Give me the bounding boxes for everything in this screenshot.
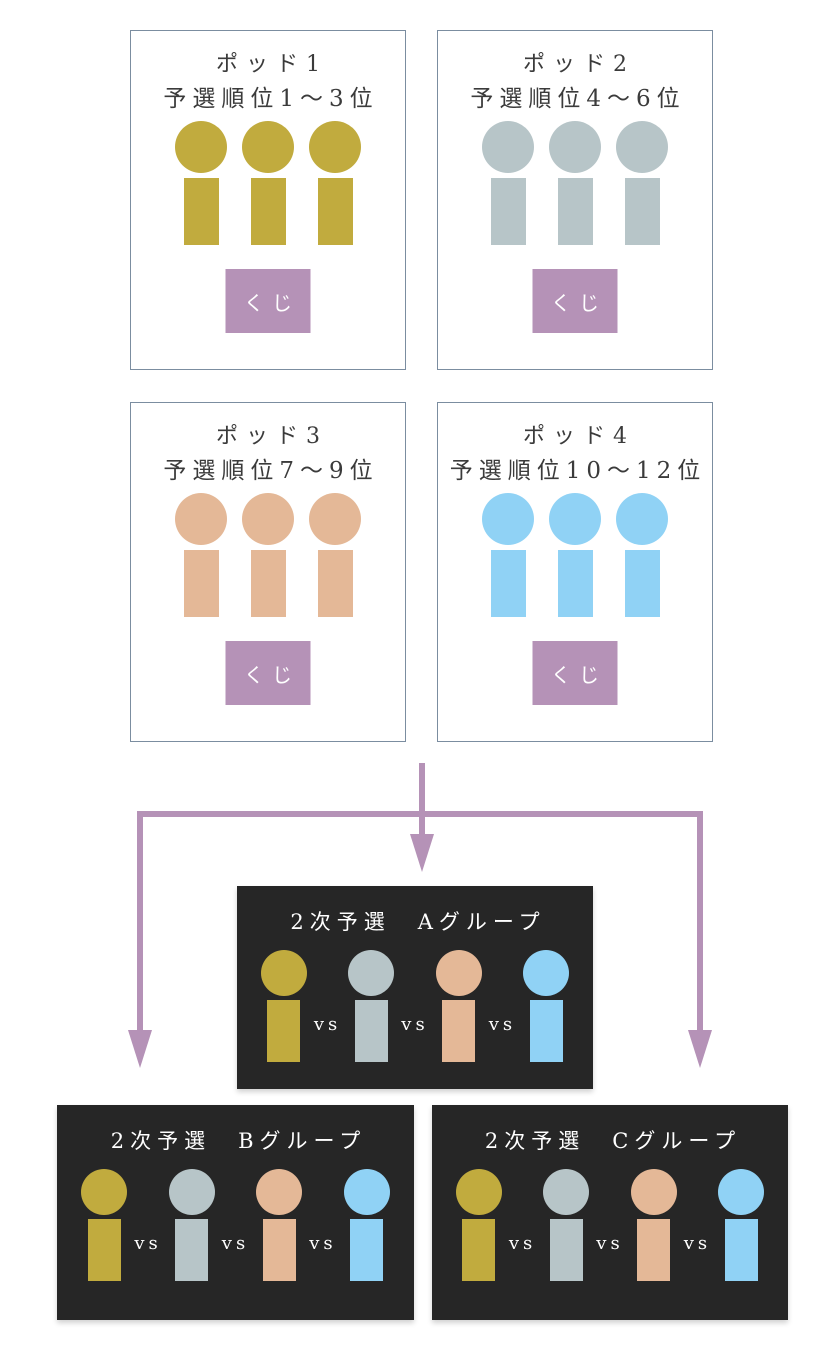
person-icon: [81, 1169, 128, 1281]
group-b-title: 2次予選 Bグループ: [110, 1129, 367, 1153]
arrow-down-right-icon: [688, 1030, 712, 1068]
person-icon: [168, 1169, 215, 1281]
flow-line-center: [419, 763, 425, 838]
pod-2-subtitle: 予選順位4〜6位: [470, 86, 686, 112]
flow-line-left: [137, 811, 143, 1033]
pod-3-lottery-button: くじ: [225, 641, 311, 705]
pod-4-subtitle: 予選順位10〜12位: [449, 458, 707, 484]
person-icon: [309, 121, 361, 245]
person-icon: [260, 950, 307, 1062]
person-icon: [348, 950, 395, 1062]
vs-label: vs: [313, 1014, 342, 1035]
person-icon: [630, 1169, 677, 1281]
person-icon: [343, 1169, 390, 1281]
vs-label: vs: [401, 1014, 429, 1035]
group-a-players: vs vs vs: [237, 950, 593, 1062]
pod-2-lottery-button: くじ: [532, 269, 618, 333]
pod-3-title: ポッド3: [216, 424, 328, 449]
pod-1-box: ポッド1 予選順位1〜3位 くじ: [130, 30, 406, 370]
person-icon: [616, 493, 668, 617]
group-c-players: vs vs vs: [432, 1169, 788, 1281]
pod-3-players: [131, 493, 405, 617]
person-icon: [543, 1169, 590, 1281]
flow-line-right: [697, 811, 703, 1033]
vs-label: vs: [134, 1233, 162, 1254]
person-icon: [718, 1169, 765, 1281]
pod-1-subtitle: 予選順位1〜3位: [163, 86, 379, 112]
person-icon: [435, 950, 482, 1062]
person-icon: [175, 121, 227, 245]
person-icon: [482, 121, 534, 245]
arrow-down-center-icon: [410, 834, 434, 872]
group-a-title: 2次予選 Aグループ: [290, 910, 546, 934]
person-icon: [616, 121, 668, 245]
pod-1-lottery-button: くじ: [225, 269, 311, 333]
person-icon: [242, 121, 294, 245]
flow-line-horizontal: [137, 811, 703, 817]
arrow-down-left-icon: [128, 1030, 152, 1068]
pod-2-players: [438, 121, 712, 245]
pod-4-box: ポッド4 予選順位10〜12位 くじ: [437, 402, 713, 742]
vs-label: vs: [683, 1233, 712, 1254]
pod-4-lottery-button: くじ: [532, 641, 618, 705]
vs-label: vs: [596, 1233, 624, 1254]
person-icon: [549, 493, 601, 617]
group-c-title: 2次予選 Cグループ: [484, 1129, 742, 1153]
group-b-players: vs vs vs: [57, 1169, 414, 1281]
vs-label: vs: [309, 1233, 337, 1254]
group-a-box: 2次予選 Aグループ vs vs vs: [237, 886, 593, 1089]
vs-label: vs: [221, 1233, 250, 1254]
person-icon: [256, 1169, 303, 1281]
pod-1-players: [131, 121, 405, 245]
vs-label: vs: [488, 1014, 517, 1035]
pod-4-players: [438, 493, 712, 617]
person-icon: [455, 1169, 502, 1281]
person-icon: [523, 950, 570, 1062]
person-icon: [242, 493, 294, 617]
pod-4-title: ポッド4: [523, 424, 635, 449]
pod-3-box: ポッド3 予選順位7〜9位 くじ: [130, 402, 406, 742]
person-icon: [175, 493, 227, 617]
person-icon: [549, 121, 601, 245]
vs-label: vs: [508, 1233, 537, 1254]
group-c-box: 2次予選 Cグループ vs vs vs: [432, 1105, 788, 1320]
pod-2-title: ポッド2: [523, 52, 635, 77]
pod-3-subtitle: 予選順位7〜9位: [163, 458, 379, 484]
group-b-box: 2次予選 Bグループ vs vs vs: [57, 1105, 414, 1320]
person-icon: [309, 493, 361, 617]
pod-2-box: ポッド2 予選順位4〜6位 くじ: [437, 30, 713, 370]
pod-1-title: ポッド1: [216, 52, 328, 77]
person-icon: [482, 493, 534, 617]
